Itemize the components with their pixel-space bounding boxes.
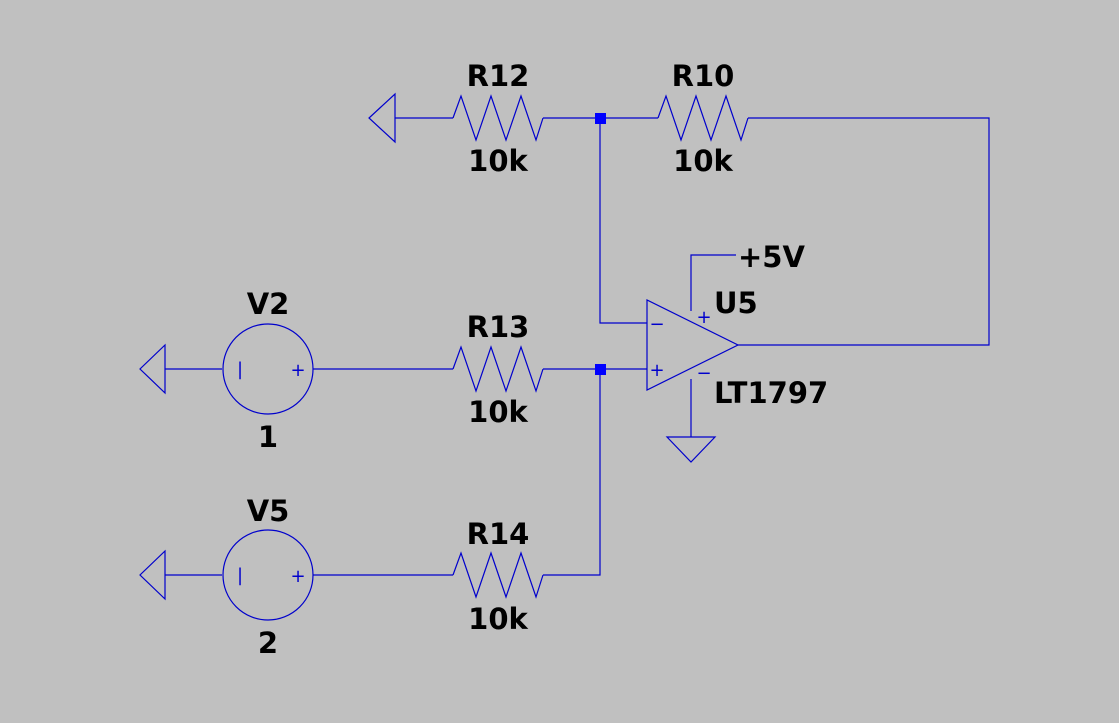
ground-icon-v5[interactable] <box>139 549 166 601</box>
source-plus-mark: + <box>290 566 305 587</box>
wire-supply-pos[interactable] <box>690 254 736 311</box>
resistor-r14[interactable] <box>452 551 544 599</box>
opamp-u5[interactable]: − + + − <box>646 299 740 391</box>
resistor-r12[interactable] <box>452 94 544 142</box>
v2-value-label: 1 <box>258 420 278 454</box>
v5-ref-label: V5 <box>247 494 290 528</box>
ground-icon-r12[interactable] <box>368 92 396 144</box>
source-circle-icon <box>222 529 314 621</box>
source-plus-mark: + <box>290 360 305 381</box>
r13-ref-label: R13 <box>467 310 530 344</box>
r10-value-label: 10k <box>673 144 733 178</box>
r10-ref-label: R10 <box>672 59 735 93</box>
ground-icon-opamp[interactable] <box>665 436 717 463</box>
v5-value-label: 2 <box>258 626 278 660</box>
junction-dot-top <box>595 113 606 124</box>
wire-r14-node[interactable] <box>543 369 601 576</box>
opamp-supply-pos-mark: + <box>696 307 711 328</box>
resistor-r13[interactable] <box>452 345 544 393</box>
u5-part-label: LT1797 <box>714 376 828 410</box>
resistor-r10[interactable] <box>657 94 749 142</box>
ground-icon-v2[interactable] <box>139 343 166 395</box>
v2-ref-label: V2 <box>247 287 290 321</box>
r12-ref-label: R12 <box>467 59 530 93</box>
opamp-inverting-pin-mark: − <box>649 314 664 335</box>
source-minus-mark: | <box>237 359 243 380</box>
opamp-noninverting-pin-mark: + <box>649 360 664 381</box>
voltage-source-v5[interactable]: | + <box>222 529 314 621</box>
r14-value-label: 10k <box>468 602 528 636</box>
supply-net-label: +5V <box>738 240 805 274</box>
r14-ref-label: R14 <box>467 517 530 551</box>
wire-inverting-input[interactable] <box>599 118 647 324</box>
source-minus-mark: | <box>237 565 243 586</box>
r12-value-label: 10k <box>468 144 528 178</box>
opamp-supply-neg-mark: − <box>696 363 711 384</box>
source-circle-icon <box>222 323 314 415</box>
voltage-source-v2[interactable]: | + <box>222 323 314 415</box>
opamp-triangle-icon <box>646 299 740 391</box>
r13-value-label: 10k <box>468 395 528 429</box>
u5-ref-label: U5 <box>714 286 758 320</box>
wire-feedback-output[interactable] <box>738 117 990 346</box>
junction-dot-input <box>595 364 606 375</box>
